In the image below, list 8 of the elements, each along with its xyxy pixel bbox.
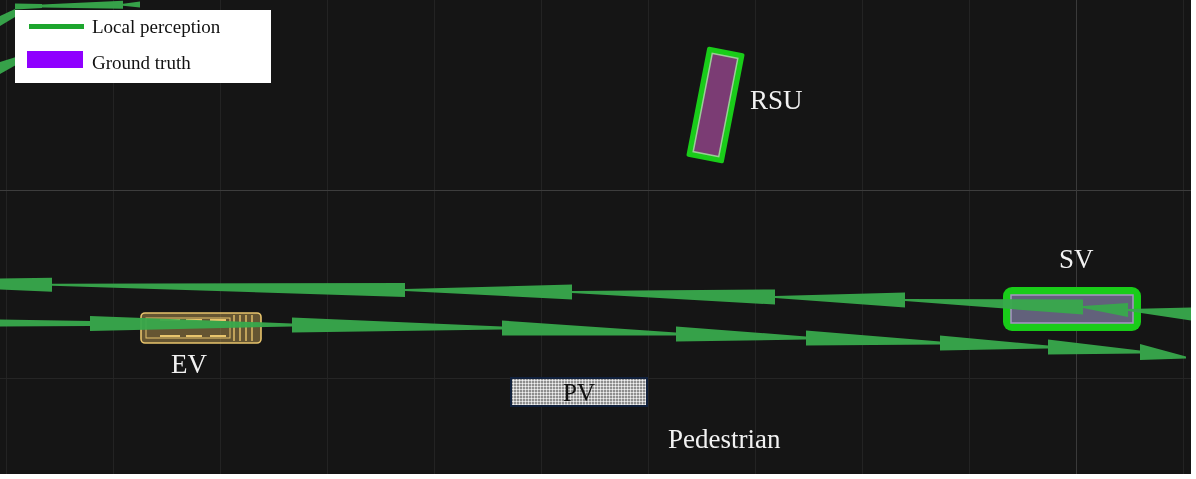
- object-label: Pedestrian: [668, 425, 781, 455]
- legend-label: Ground truth: [92, 53, 191, 74]
- object-label: RSU: [750, 86, 803, 116]
- vehicle-box: [510, 377, 648, 407]
- vehicle-label: PV: [563, 379, 595, 405]
- object-label: EV: [171, 350, 207, 380]
- legend-label: Local perception: [92, 17, 221, 38]
- object-label: SV: [1059, 245, 1094, 275]
